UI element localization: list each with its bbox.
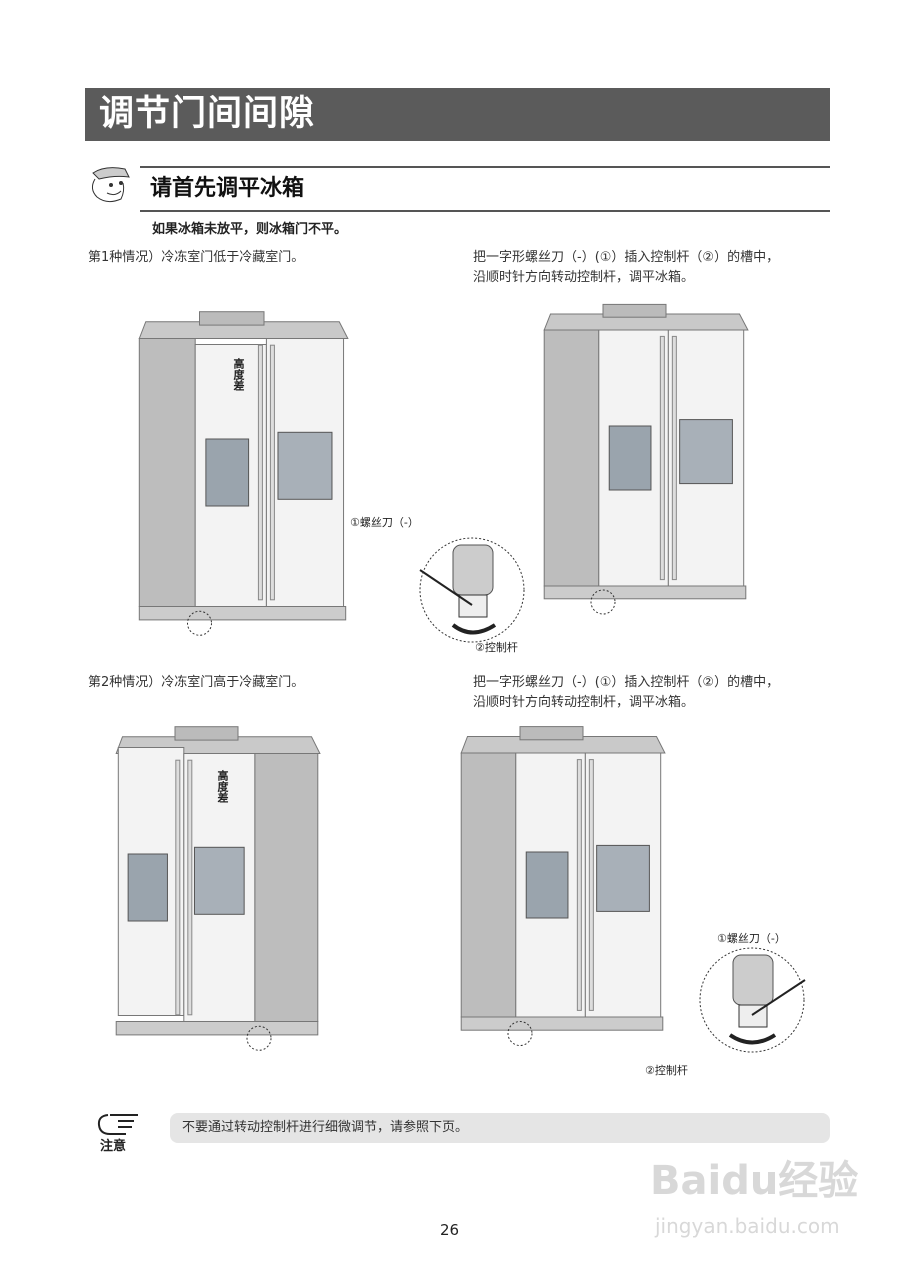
fridge-base: [543, 585, 747, 600]
door-handle: [659, 335, 665, 581]
screwdriver: [751, 979, 806, 1016]
rotation-arrow-icon: [451, 623, 497, 635]
door-handle: [588, 759, 594, 1011]
door-handle: [175, 759, 181, 1016]
section-heading: 请首先调平冰箱: [150, 176, 305, 201]
screwdriver-label: ①螺丝刀（-）: [350, 516, 419, 529]
fridge-illustration: [115, 726, 321, 1051]
case2-instruction-1: 把一字形螺丝刀（-）(①）插入控制杆（②）的槽中，: [473, 675, 780, 690]
fridge-top: [138, 321, 349, 339]
note-text: 不要通过转动控制杆进行细微调节，请参照下页。: [182, 1120, 469, 1135]
fridge-base: [115, 1021, 319, 1036]
door-handle: [257, 344, 263, 601]
fridge-illustration: [543, 303, 749, 615]
cartoon-face-icon: [91, 167, 130, 203]
leg-highlight-circle: [590, 589, 616, 615]
fridge-illustration: [138, 311, 349, 636]
fridge-side: [460, 752, 517, 1018]
pointing-hand-icon: [97, 1114, 138, 1135]
fridge-illustration: [460, 726, 666, 1046]
water-dispenser: [525, 851, 569, 919]
lever-label: ②控制杆: [475, 641, 518, 654]
note-box: 不要通过转动控制杆进行细微调节，请参照下页。: [170, 1113, 830, 1143]
screwdriver: [419, 569, 473, 606]
case1-instruction-1: 把一字形螺丝刀（-）(①）插入控制杆（②）的槽中，: [473, 250, 780, 265]
fridge-top-cover: [174, 726, 239, 741]
fridge-base: [460, 1016, 664, 1031]
leveling-leg-closeup: [419, 537, 525, 643]
case2-instruction-2: 沿顺时针方向转动控制杆，调平冰箱。: [473, 695, 695, 710]
watermark-logo: Baidu经验: [650, 1158, 859, 1204]
home-bar: [193, 846, 245, 915]
fridge-side: [543, 329, 600, 587]
fridge-corner: [452, 544, 494, 596]
divider: [140, 166, 830, 168]
fridge-side: [254, 753, 319, 1022]
fridge-top: [460, 736, 666, 754]
case1-instruction-2: 沿顺时针方向转动控制杆，调平冰箱。: [473, 270, 695, 285]
note-label: 注意: [100, 1139, 127, 1154]
case2-text: 第2种情况）冷冻室门高于冷藏室门。: [88, 675, 305, 690]
leveling-leg-closeup: [699, 947, 806, 1053]
height-difference-label: 高度差: [232, 358, 245, 391]
height-difference-label: 高度差: [216, 770, 229, 803]
home-bar: [679, 419, 733, 485]
page-title-bar: 调节门间间隙: [85, 88, 830, 141]
water-dispenser: [127, 853, 168, 922]
fridge-top-cover: [602, 303, 667, 318]
door-handle: [269, 344, 275, 601]
lever-label: ②控制杆: [645, 1064, 688, 1077]
home-bar: [277, 431, 333, 500]
divider: [140, 210, 830, 212]
door-handle: [187, 759, 193, 1016]
fridge-base: [138, 606, 347, 621]
fridge-top-cover: [519, 726, 584, 741]
fridge-top: [543, 313, 749, 331]
leg-highlight-circle: [507, 1021, 533, 1046]
case1-text: 第1种情况）冷冻室门低于冷藏室门。: [88, 250, 305, 265]
door-handle: [671, 335, 677, 581]
fridge-corner: [732, 954, 774, 1006]
fridge-side: [138, 338, 196, 607]
water-dispenser: [205, 438, 250, 507]
screwdriver-label: ①螺丝刀（-）: [717, 932, 786, 945]
home-bar: [596, 844, 650, 912]
door-handle: [576, 759, 582, 1011]
page-title: 调节门间间隙: [99, 94, 316, 134]
rotation-arrow-icon: [728, 1033, 777, 1045]
leg-highlight-circle: [246, 1025, 272, 1051]
fridge-top-cover: [199, 311, 265, 326]
page-number: 26: [440, 1221, 460, 1239]
water-dispenser: [608, 425, 652, 491]
watermark-url: jingyan.baidu.com: [655, 1214, 840, 1238]
subheading: 如果冰箱未放平，则冰箱门不平。: [152, 222, 348, 237]
leg-highlight-circle: [187, 610, 212, 636]
